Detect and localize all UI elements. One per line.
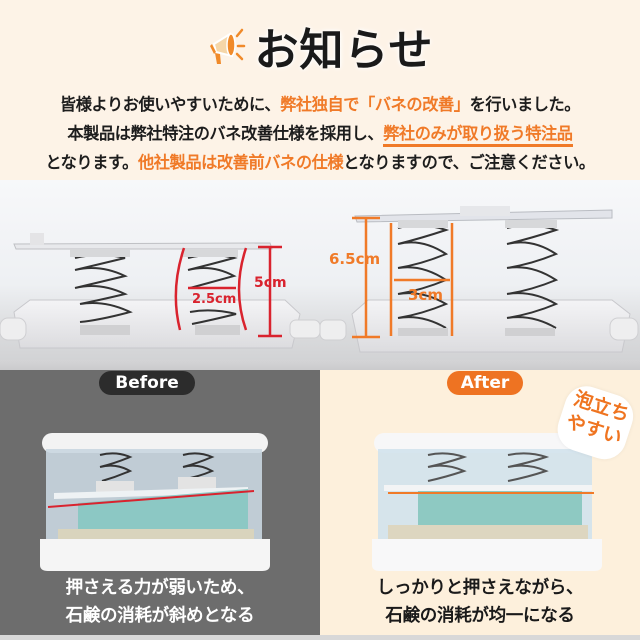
notice-text-segment: 本製品は弊社特注のバネ改善仕様を採用し、 <box>67 124 384 143</box>
before-soap-box-image <box>40 433 270 571</box>
spring-comparison-photo: 5cm 2.5cm 6.5cm 3cm <box>0 180 640 370</box>
before-spring-tray <box>0 233 321 349</box>
notice-text: 皆様よりお使いやすいために、弊社独自で「バネの改善」を行いました。 本製品は弊社… <box>0 90 640 177</box>
notice-highlight: 他社製品は改善前バネの仕様 <box>137 153 344 172</box>
notice-text-segment: となりますので、ご注意ください。 <box>343 153 595 172</box>
before-caption-line-2: 石鹸の消耗が斜めとなる <box>65 606 255 626</box>
notice-line-2: 本製品は弊社特注のバネ改善仕様を採用し、弊社のみが取り扱う特注品 <box>0 119 640 148</box>
after-soap-box-image <box>372 433 602 571</box>
notice-text-segment: となります。 <box>45 153 138 172</box>
bottom-strip <box>0 635 640 640</box>
before-caption-line-1: 押さえる力が弱いため、 <box>65 578 255 598</box>
notice-highlight: 弊社独自で「バネの改善」 <box>280 95 470 114</box>
after-height-label: 6.5cm <box>329 250 381 268</box>
after-caption-line-2: 石鹸の消耗が均一になる <box>385 606 575 626</box>
before-height-label: 5cm <box>254 275 287 291</box>
after-caption-line-1: しっかりと押さえながら、 <box>376 578 584 598</box>
megaphone-icon <box>210 28 246 64</box>
notice-highlight-underlined: 弊社のみが取り扱う特注品 <box>383 124 573 147</box>
notice-line-3: となります。他社製品は改善前バネの仕様となりますので、ご注意ください。 <box>0 148 640 177</box>
spring-illustration <box>0 206 639 353</box>
divider-shade <box>0 360 640 372</box>
before-width-label: 2.5cm <box>192 292 237 307</box>
notice-text-segment: を行いました。 <box>469 95 581 114</box>
after-width-label: 3cm <box>408 286 443 304</box>
after-caption: しっかりと押さえながら、 石鹸の消耗が均一になる <box>320 574 640 630</box>
notice-header: お知らせ 皆様よりお使いやすいために、弊社独自で「バネの改善」を行いました。 本… <box>0 0 640 180</box>
before-caption: 押さえる力が弱いため、 石鹸の消耗が斜めとなる <box>0 574 320 630</box>
page-title: お知らせ <box>254 25 434 76</box>
notice-line-1: 皆様よりお使いやすいために、弊社独自で「バネの改善」を行いました。 <box>0 90 640 119</box>
after-badge: After <box>447 371 523 395</box>
notice-text-segment: 皆様よりお使いやすいために、 <box>59 95 281 114</box>
title-row: お知らせ <box>0 14 640 78</box>
before-badge: Before <box>99 371 195 395</box>
after-spring-tray <box>319 206 639 353</box>
